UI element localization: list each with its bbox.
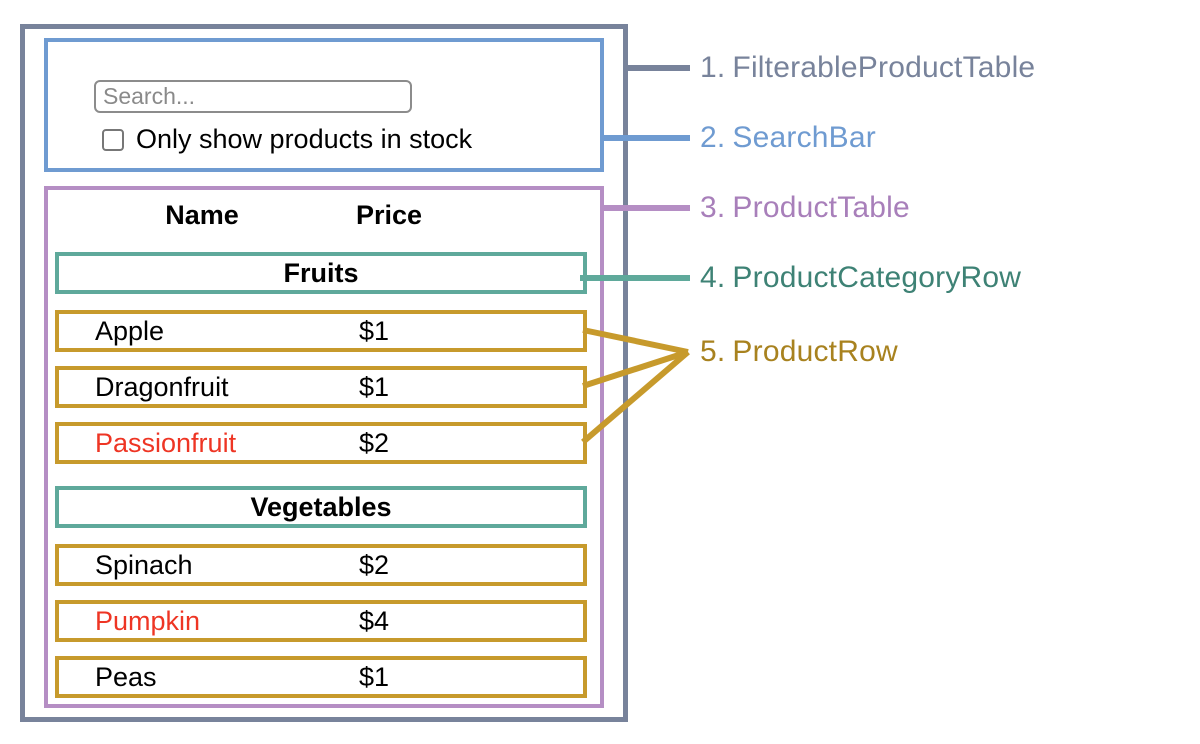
annotation-filterable-product-table: 1.FilterableProductTable: [700, 51, 1035, 85]
product-price: $1: [359, 316, 390, 346]
annotation-search-bar: 2.SearchBar: [700, 121, 876, 155]
product-name: Peas: [95, 662, 157, 692]
annotation-label: ProductTable: [732, 191, 910, 224]
search-input[interactable]: Search...: [94, 80, 412, 113]
annotation-number: 4.: [700, 261, 726, 294]
product-price: $4: [359, 606, 390, 636]
product-category-row: Fruits: [55, 252, 587, 294]
annotation-number: 2.: [700, 121, 726, 154]
product-row: Pumpkin $4: [55, 600, 587, 642]
product-row: Passionfruit $2: [55, 422, 587, 464]
search-bar-box: Search... Only show products in stock: [44, 38, 604, 172]
category-label: Vegetables: [250, 492, 392, 522]
product-price: $1: [359, 372, 390, 402]
annotation-number: 1.: [700, 51, 726, 84]
in-stock-checkbox-label: Only show products in stock: [136, 124, 473, 154]
product-row: Peas $1: [55, 656, 587, 698]
annotation-label: SearchBar: [732, 121, 876, 154]
annotation-product-category-row: 4.ProductCategoryRow: [700, 261, 1021, 295]
annotation-label: ProductCategoryRow: [732, 261, 1022, 294]
product-row: Apple $1: [55, 310, 587, 352]
annotation-label: FilterableProductTable: [732, 51, 1036, 84]
column-header-name: Name: [165, 200, 239, 230]
product-name: Passionfruit: [95, 428, 237, 458]
category-label: Fruits: [283, 258, 359, 288]
annotation-number: 3.: [700, 191, 726, 224]
product-price: $2: [359, 550, 390, 580]
annotation-product-row: 5.ProductRow: [700, 335, 898, 369]
product-table-inner: Name Price Fruits Apple $1 Dragonfruit $…: [48, 190, 600, 704]
annotation-product-table: 3.ProductTable: [700, 191, 910, 225]
product-price: $2: [359, 428, 390, 458]
product-category-row: Vegetables: [55, 486, 587, 528]
product-name: Spinach: [95, 550, 193, 580]
checkbox-icon[interactable]: [102, 128, 124, 151]
product-price: $1: [359, 662, 390, 692]
column-header-price: Price: [355, 200, 423, 230]
product-row: Dragonfruit $1: [55, 366, 587, 408]
table-header-row: Name Price: [55, 198, 589, 234]
product-name: Apple: [95, 316, 165, 346]
product-name: Pumpkin: [95, 606, 201, 636]
product-name: Dragonfruit: [95, 372, 229, 402]
in-stock-checkbox-row[interactable]: Only show products in stock: [102, 126, 472, 153]
product-row: Spinach $2: [55, 544, 587, 586]
product-table-box: Name Price Fruits Apple $1 Dragonfruit $…: [44, 186, 604, 708]
annotation-number: 5.: [700, 335, 726, 368]
annotation-label: ProductRow: [732, 335, 898, 368]
